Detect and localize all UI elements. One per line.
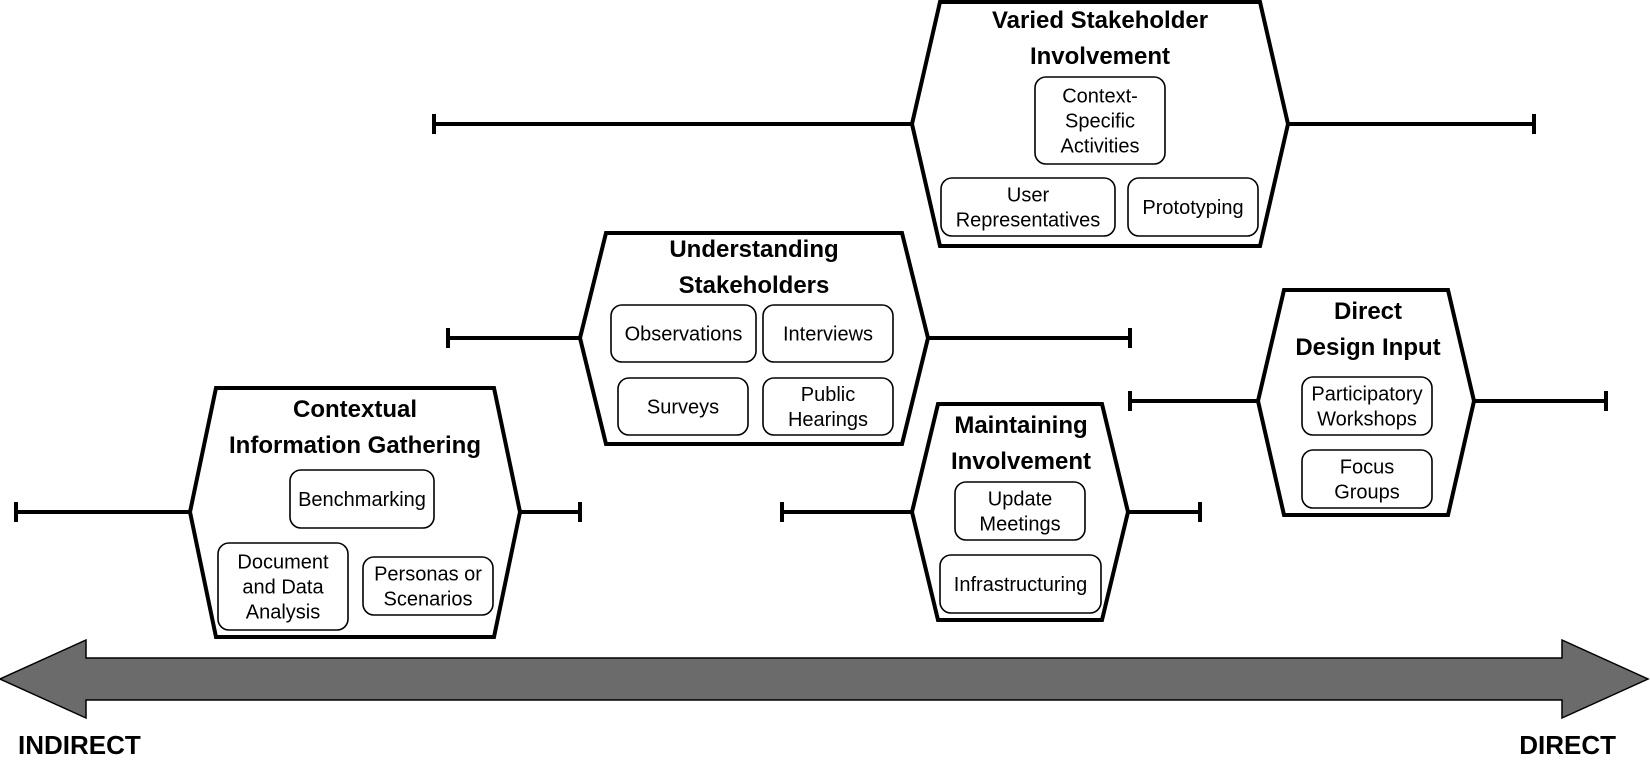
method-label-line: Infrastructuring [954, 574, 1087, 596]
method-box-frame [954, 481, 1086, 541]
group-title-line: Varied Stakeholder [992, 7, 1208, 34]
axis-label-direct: DIRECT [1519, 730, 1616, 756]
method-label-line: Update [988, 489, 1053, 511]
method-box: Infrastructuring [939, 554, 1102, 614]
range-direct [1128, 391, 1608, 411]
method-box: Benchmarking [289, 469, 435, 529]
group-title-line: Contextual [293, 396, 417, 423]
axis-label-indirect: INDIRECT [18, 730, 141, 756]
method-box-frame [1127, 177, 1259, 237]
group-title-line: Information Gathering [229, 432, 481, 459]
method-label-line: Personas or [374, 564, 482, 586]
method-box-frame [1301, 376, 1433, 436]
group-title-line: Stakeholders [679, 272, 830, 299]
method-label-line: Prototyping [1142, 197, 1243, 219]
method-box-frame [610, 304, 757, 363]
method-box: Prototyping [1127, 177, 1259, 237]
method-box-frame [289, 469, 435, 529]
method-label-line: Representatives [956, 210, 1101, 232]
range-maintaining [780, 502, 1202, 522]
group-title-line: Involvement [951, 448, 1091, 475]
method-label-line: Participatory [1311, 384, 1422, 406]
method-box-frame [762, 377, 894, 436]
method-label-line: Meetings [979, 514, 1060, 536]
method-box-frame [939, 554, 1102, 614]
method-label-line: Activities [1061, 136, 1140, 158]
method-label-line: Interviews [783, 324, 873, 346]
method-box: Observations [610, 304, 757, 363]
range-varied [432, 114, 1536, 134]
method-label-line: Observations [625, 324, 743, 346]
method-box: Surveys [617, 377, 749, 436]
method-label-line: User [1007, 185, 1050, 207]
method-label-line: Groups [1334, 482, 1400, 504]
range-contextual [14, 502, 582, 522]
method-box-frame [217, 542, 349, 631]
axis-double-arrow [0, 638, 1650, 720]
method-box: Interviews [762, 304, 894, 363]
method-box-frame [617, 377, 749, 436]
method-label-line: Workshops [1317, 409, 1417, 431]
method-box-frame [762, 304, 894, 363]
group-title-line: Involvement [1030, 43, 1170, 70]
method-box-frame [1301, 449, 1433, 509]
group-title-line: Design Input [1295, 334, 1440, 361]
method-label-line: Benchmarking [298, 489, 426, 511]
method-label-line: and Data [242, 577, 324, 599]
method-label-line: Scenarios [384, 589, 473, 611]
range-understanding [446, 328, 1132, 348]
method-box-frame [940, 177, 1116, 237]
method-label-line: Surveys [647, 397, 719, 419]
method-label-line: Document [237, 552, 329, 574]
method-label-line: Context- [1062, 86, 1138, 108]
method-box-frame [1034, 76, 1166, 165]
method-box-frame [362, 556, 494, 616]
group-title-line: Understanding [669, 236, 838, 263]
method-box: Personas or Scenarios [362, 556, 494, 616]
method-label-line: Focus [1340, 457, 1394, 479]
method-label-line: Public [801, 384, 855, 406]
method-label-line: Analysis [246, 602, 320, 624]
method-label-line: Specific [1065, 111, 1135, 133]
group-title-line: Maintaining [954, 412, 1087, 439]
method-label-line: Hearings [788, 409, 868, 431]
group-title-line: Direct [1334, 298, 1402, 325]
group-maintaining: MaintainingInvolvementUpdateMeetingsInfr… [939, 412, 1102, 614]
